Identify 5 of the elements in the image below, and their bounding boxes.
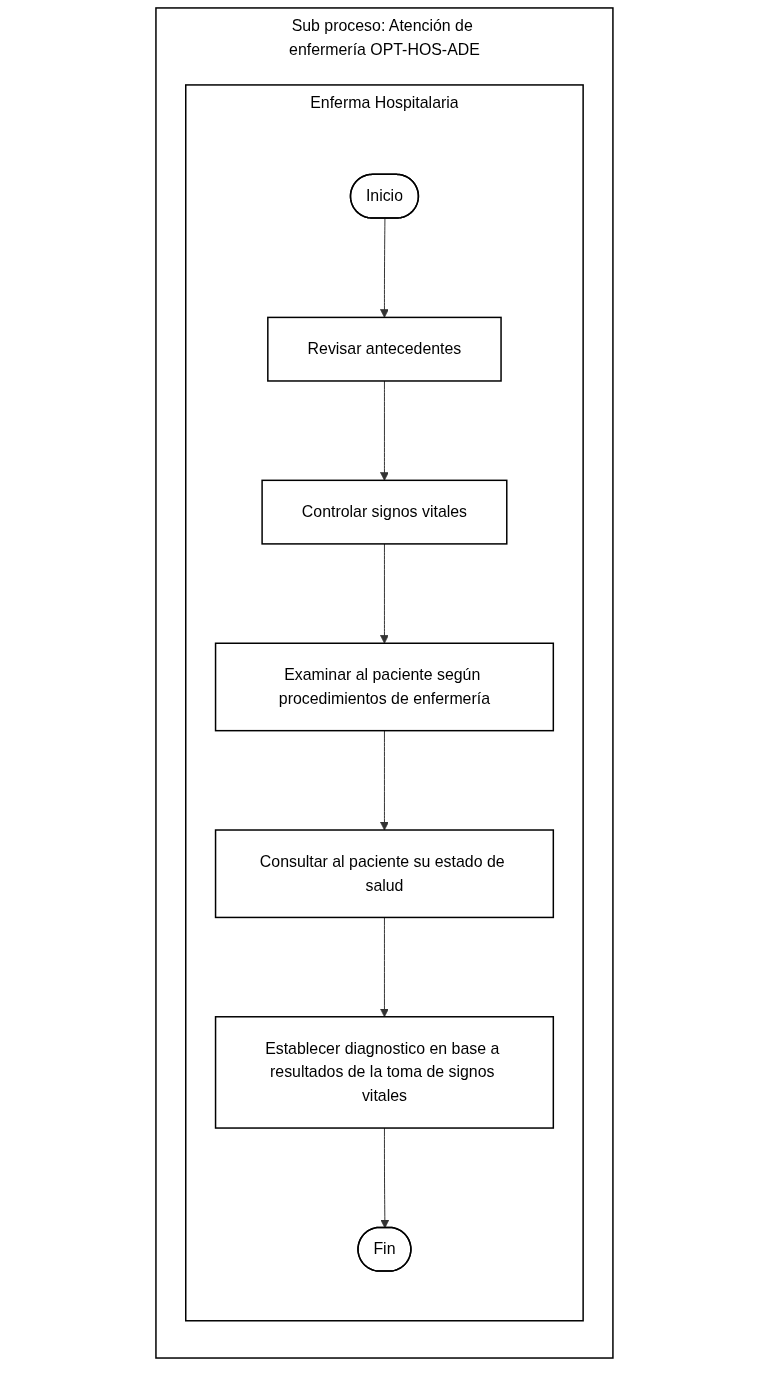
node-box: Establecer diagnostico en base a resultados de la toma de signos vitales [214, 1016, 554, 1129]
node-box: Revisar antecedentes [266, 316, 502, 382]
node-box: Consultar al paciente su estado de salud [214, 829, 554, 919]
node-box: Examinar al paciente según procedimientos de enfermería [214, 642, 554, 732]
node-box: Controlar signos vitales [260, 479, 508, 545]
